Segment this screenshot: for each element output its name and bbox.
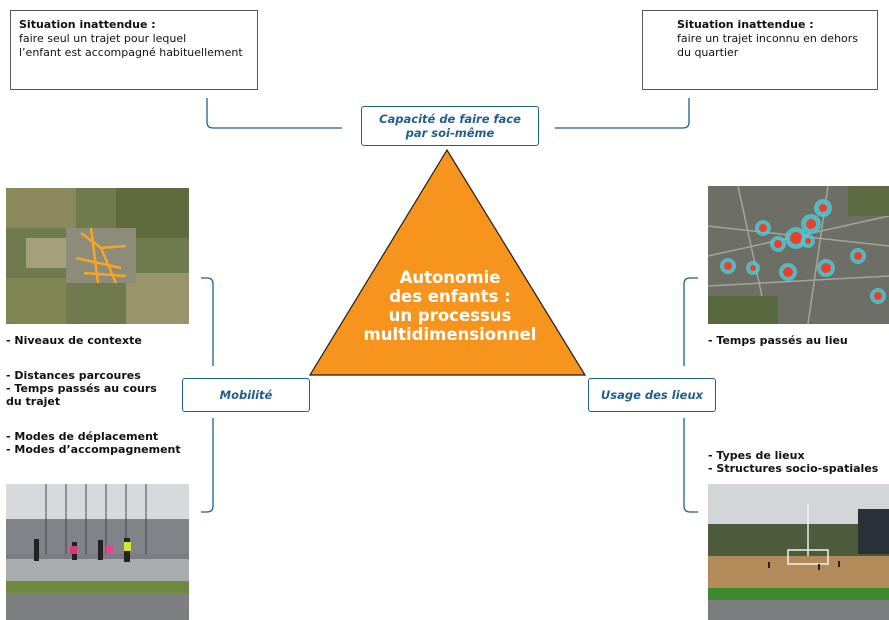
bullet-modes-accomp: - Modes d’accompagnement — [6, 443, 181, 456]
capacity-label: Capacité de faire face par soi-même — [361, 106, 539, 146]
mobility-bullets: - Niveaux de contexte - Distances parcou… — [6, 334, 206, 456]
situation-title: Situation inattendue : — [677, 18, 814, 31]
bullet-time-place: - Temps passés au lieu — [708, 334, 848, 347]
situation-title: Situation inattendue : — [19, 18, 156, 31]
triangle-line4: multidimensionnel — [363, 325, 537, 344]
situation-text-line2: du quartier — [677, 46, 739, 59]
triangle-line2: des enfants : — [389, 287, 511, 306]
bullet-socio-spatial: - Structures socio-spatiales — [708, 462, 879, 475]
capacity-label-line2: par soi-même — [405, 126, 495, 140]
capacity-label-line1: Capacité de faire face — [379, 112, 521, 126]
bullet-time-cont: du trajet — [6, 395, 61, 408]
mobility-label: Mobilité — [182, 378, 310, 412]
field-photo-image — [708, 484, 889, 620]
triangle-text: Autonomie des enfants : un processus mul… — [345, 268, 555, 344]
aerial-map-image — [6, 188, 189, 324]
usage-bullets-top: - Temps passés au lieu — [708, 334, 889, 347]
situation-text-line1: faire seul un trajet pour lequel — [19, 32, 187, 45]
bullet-modes-travel: - Modes de déplacement — [6, 430, 159, 443]
situation-text-line1: faire un trajet inconnu en dehors — [677, 32, 859, 45]
situation-box-right: Situation inattendue : faire un trajet i… — [642, 10, 878, 90]
bullet-distances: - Distances parcoures — [6, 369, 141, 382]
heatmap-map-image — [708, 186, 889, 324]
usage-label: Usage des lieux — [588, 378, 716, 412]
bullet-context: - Niveaux de contexte — [6, 334, 142, 347]
usage-bullets-bottom: - Types de lieux - Structures socio-spat… — [708, 449, 889, 475]
situation-text-line2: l’enfant est accompagné habituellement — [19, 46, 243, 59]
situation-box-left: Situation inattendue : faire seul un tra… — [10, 10, 258, 90]
triangle-line1: Autonomie — [399, 268, 501, 287]
triangle-line3: un processus — [388, 306, 512, 325]
street-photo-image — [6, 484, 189, 620]
bullet-place-types: - Types de lieux — [708, 449, 805, 462]
autonomy-triangle — [308, 148, 587, 376]
bullet-time: - Temps passés au cours — [6, 382, 157, 395]
